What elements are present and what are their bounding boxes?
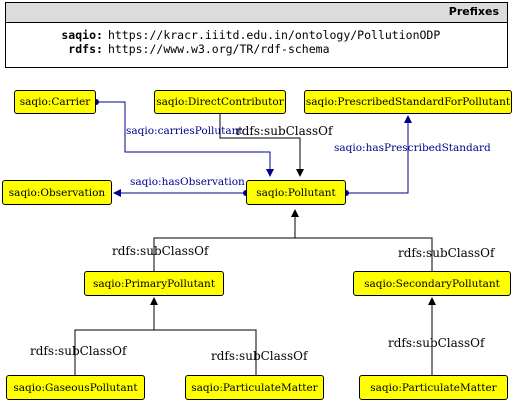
edge-label-subclass-pm-secondary: rdfs:subClassOf — [388, 336, 486, 350]
edge-label-subclass-pm-primary: rdfs:subClassOf — [211, 349, 309, 363]
prefix-title: Prefixes — [448, 5, 499, 18]
prefix-row-saqio: saqio:https://kracr.iiitd.edu.in/ontolog… — [6, 28, 440, 42]
node-primary-pollutant[interactable]: saqio:PrimaryPollutant — [84, 271, 224, 296]
prefix-header: Prefixes — [6, 3, 507, 23]
node-carrier[interactable]: saqio:Carrier — [14, 90, 96, 114]
edge-has-prescribed-standard: saqio:hasPrescribedStandard — [334, 115, 491, 196]
node-particulate-matter-primary[interactable]: saqio:ParticulateMatter — [185, 375, 324, 400]
prefix-value: https://kracr.iiitd.edu.in/ontology/Poll… — [107, 28, 441, 42]
edge-subclass-pm-secondary: rdfs:subClassOf — [388, 297, 486, 375]
edge-label-subclass-secondary: rdfs:subClassOf — [398, 246, 496, 260]
edge-subclass-secondary: rdfs:subClassOf — [295, 237, 496, 271]
edge-subclass-pm-primary: rdfs:subClassOf — [154, 329, 309, 375]
node-secondary-pollutant[interactable]: saqio:SecondaryPollutant — [353, 271, 511, 296]
edge-label-has-observation: saqio:hasObservation — [130, 176, 245, 188]
prefix-key: rdfs — [68, 42, 96, 56]
edge-label-carries-pollutant: saqio:carriesPollutant — [126, 125, 243, 137]
edge-has-observation: saqio:hasObservation — [113, 176, 249, 197]
edge-label-has-prescribed-standard: saqio:hasPrescribedStandard — [334, 142, 491, 154]
edge-subclass-direct-contributor: rdfs:subClassOf — [219, 114, 334, 177]
prefix-value: https://www.w3.org/TR/rdf-schema — [107, 42, 330, 56]
edge-label-subclass-direct-contributor: rdfs:subClassOf — [236, 124, 334, 138]
node-prescribed-standard[interactable]: saqio:PrescribedStandardForPollutant — [304, 90, 512, 114]
node-direct-contributor[interactable]: saqio:DirectContributor — [154, 90, 286, 114]
edge-subclass-gaseous: rdfs:subClassOf — [30, 297, 158, 375]
edge-label-subclass-gaseous: rdfs:subClassOf — [30, 344, 128, 358]
node-gaseous-pollutant[interactable]: saqio:GaseousPollutant — [6, 375, 145, 400]
prefix-key: saqio — [61, 28, 96, 42]
prefix-panel: Prefixes saqio:https://kracr.iiitd.edu.i… — [5, 2, 508, 68]
prefix-row-rdfs: rdfs:https://www.w3.org/TR/rdf-schema — [6, 42, 330, 56]
node-particulate-matter-secondary[interactable]: saqio:ParticulateMatter — [359, 375, 508, 400]
node-observation[interactable]: saqio:Observation — [2, 180, 112, 205]
edge-subclass-primary: rdfs:subClassOf — [112, 209, 299, 271]
node-pollutant[interactable]: saqio:Pollutant — [246, 180, 346, 205]
edge-label-subclass-primary: rdfs:subClassOf — [112, 244, 210, 258]
